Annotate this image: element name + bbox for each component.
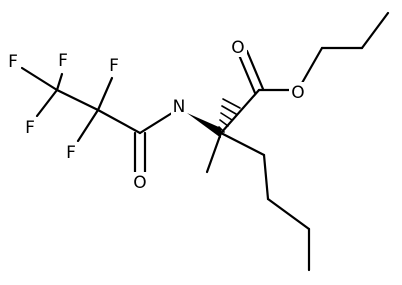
atom-label-f2: F — [58, 51, 68, 71]
atom-bg-nitrogen — [171, 96, 187, 116]
atom-label-f4: F — [109, 56, 119, 76]
bond-c3-n — [138, 111, 174, 135]
atom-label-amide-oxygen: O — [133, 173, 146, 193]
bond-c1-f2 — [55, 72, 64, 92]
bond-cq-methyl — [205, 131, 223, 174]
atom-label-ester-oxygen: O — [291, 83, 304, 103]
atom-label-f3: F — [25, 118, 35, 138]
atom-bg-f5 — [63, 142, 79, 162]
bond-cq-cester — [219, 88, 261, 135]
atom-bg-f2 — [55, 50, 71, 70]
hashed-bond-cq — [218, 98, 241, 133]
bond-butyl1-butyl2 — [262, 153, 270, 201]
bond-c1-f1 — [20, 66, 59, 92]
bond-c1-f3 — [35, 88, 59, 118]
atom-bg-f1 — [5, 51, 21, 71]
bond-cester-o-b — [245, 49, 265, 91]
atom-labels: F F F F F N O O O — [5, 37, 307, 193]
bond-propyl-c2-c3 — [360, 11, 390, 50]
bond-butyl2-butyl3 — [266, 197, 311, 231]
bond-c2-c3 — [96, 108, 142, 135]
atom-bg-f3 — [22, 117, 38, 137]
hash-line-2 — [219, 119, 229, 127]
hash-line-5 — [222, 98, 241, 109]
bond-c2-f5 — [76, 108, 100, 143]
atom-bg-ester-oxygen — [289, 82, 307, 102]
bond-cester-o-a — [237, 53, 257, 95]
hash-line-1 — [218, 126, 225, 133]
atom-label-f1: F — [8, 52, 18, 72]
atom-bg-carbonyl-oxygen — [229, 37, 247, 57]
atom-label-carbonyl-oxygen: O — [231, 38, 244, 58]
atom-label-f5: F — [66, 143, 76, 163]
hash-line-4 — [221, 105, 237, 115]
bond-lines — [20, 11, 390, 272]
atom-bg-amide-oxygen — [131, 172, 149, 192]
bond-cq-butyl1 — [219, 131, 266, 157]
bond-c1-c2 — [55, 88, 100, 112]
bond-c2-f4 — [96, 76, 114, 112]
hash-line-3 — [220, 112, 233, 121]
atom-label-nitrogen: N — [173, 97, 186, 117]
wedge-bond-n-cq — [187, 113, 221, 138]
atom-bg-f4 — [106, 55, 122, 75]
